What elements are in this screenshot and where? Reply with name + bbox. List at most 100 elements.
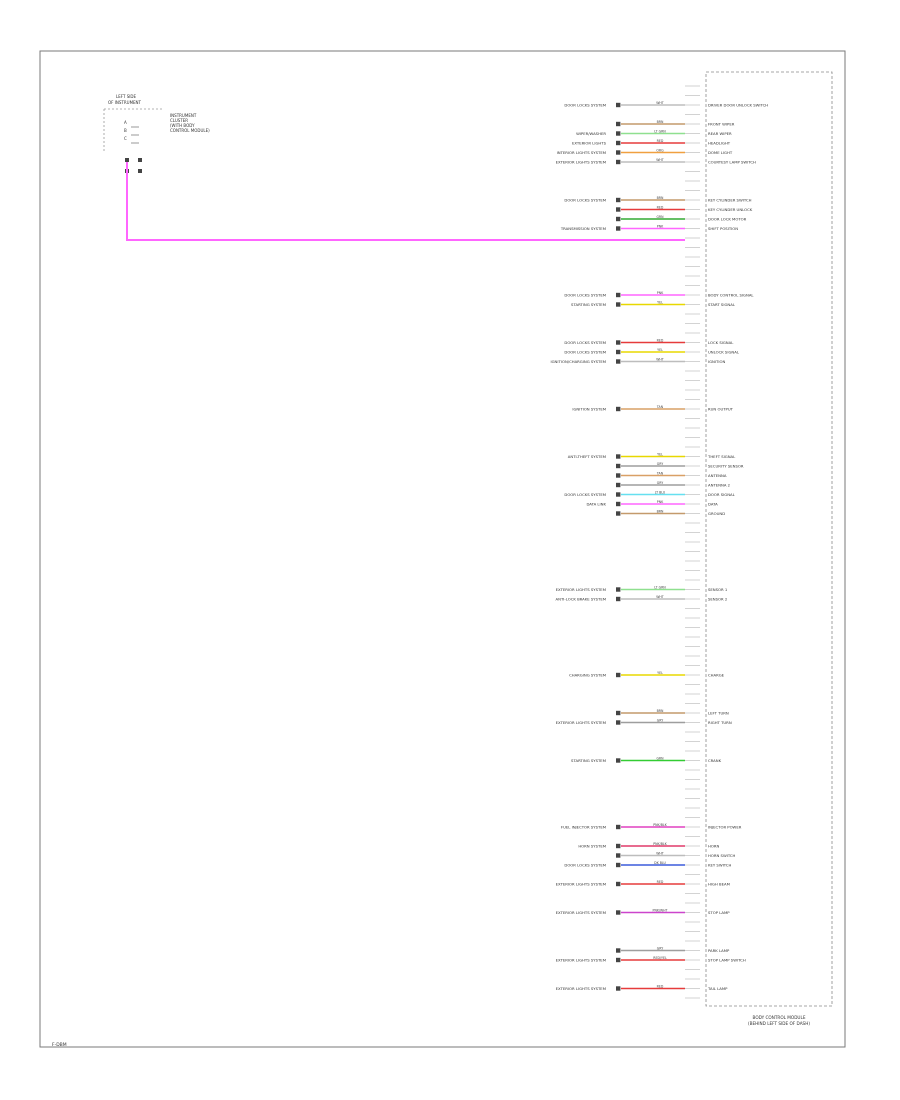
wire-terminal xyxy=(616,406,621,412)
left-connector-terminal xyxy=(138,169,142,173)
diagram-frame xyxy=(39,50,846,1048)
wire-color-label: LT GRN xyxy=(654,130,666,134)
wire-destination: DOOR LOCKS SYSTEM xyxy=(564,492,606,497)
wire-destination: ANTI-THEFT SYSTEM xyxy=(568,454,606,459)
pin-function: KEY CYLINDER SWITCH xyxy=(708,197,752,202)
pin-function: SHIFT POSITION xyxy=(708,226,738,231)
left-component-pin-c: C xyxy=(124,136,127,141)
wire-color-label: YEL xyxy=(657,671,663,675)
pink-signal-wire xyxy=(126,162,685,241)
wire-color-label: GRN xyxy=(656,215,664,219)
wire-color-label: YEL xyxy=(657,348,663,352)
pin-function: CHARGE xyxy=(708,672,725,677)
wire-terminal xyxy=(616,758,621,763)
wire-terminal xyxy=(616,948,621,953)
wire-terminal xyxy=(616,587,621,592)
wire-terminal xyxy=(616,511,621,516)
pin-row: BRN FRONT WIPER xyxy=(616,120,735,126)
pin-function: THEFT SIGNAL xyxy=(707,454,736,459)
pin-function: LOCK SIGNAL xyxy=(708,340,734,345)
wire-terminal xyxy=(616,207,621,212)
module-label-line-2: (BEHIND LEFT SIDE OF DASH) xyxy=(748,1021,810,1026)
pin-function: RIGHT TURN xyxy=(708,720,732,725)
left-component-note-1: INSTRUMENT xyxy=(170,113,197,118)
wire-color-label: PNK xyxy=(657,291,664,295)
pin-function: STOP LAMP xyxy=(708,910,730,915)
pin-function: FRONT WIPER xyxy=(708,121,735,126)
wire-terminal xyxy=(616,454,621,459)
wire-color-label: RED xyxy=(657,985,664,989)
wire-color-label: PNK/BLK xyxy=(653,842,667,846)
wire-terminal xyxy=(616,216,621,222)
wire-terminal xyxy=(616,596,621,602)
pin-function: CRANK xyxy=(708,758,722,763)
wire-terminal xyxy=(616,131,621,136)
wire-color-label: PNK xyxy=(657,500,664,504)
wire-terminal xyxy=(616,340,621,345)
module-label-line-1: BODY CONTROL MODULE xyxy=(753,1015,806,1020)
pin-function: ANTENNA xyxy=(708,473,727,478)
wire-destination: EXTERIOR LIGHTS SYSTEM xyxy=(556,986,606,991)
wire-terminal xyxy=(616,226,621,231)
wire-color-label: LT BLU xyxy=(655,491,666,495)
pin-function: SENSOR 1 xyxy=(708,587,728,592)
pin-function: ANTENNA 2 xyxy=(708,482,731,487)
wire-destination: DOOR LOCKS SYSTEM xyxy=(564,340,606,345)
wire-color-label: PNK/BLK xyxy=(653,823,667,827)
wire-terminal xyxy=(616,463,621,469)
left-connector-terminal xyxy=(125,158,129,162)
wire-destination: DOOR LOCKS SYSTEM xyxy=(564,292,606,297)
wire-destination: STARTING SYSTEM xyxy=(571,302,606,307)
wire-color-label: BRN xyxy=(657,120,664,124)
pin-function: DRIVER DOOR UNLOCK SWITCH xyxy=(708,102,768,107)
wire-destination: FUEL INJECTOR SYSTEM xyxy=(561,824,606,829)
pin-function: START SIGNAL xyxy=(708,302,736,307)
wire-terminal xyxy=(616,881,621,887)
wire-destination: EXTERIOR LIGHTS SYSTEM xyxy=(556,587,606,592)
wire-color-label: BRN xyxy=(657,510,664,514)
wire-terminal xyxy=(616,197,621,203)
pin-function: PARK LAMP xyxy=(708,948,730,953)
wire-color-label: WHT xyxy=(656,158,664,162)
wire-color-label: LT GRN xyxy=(654,586,666,590)
left-component-note-3: (WITH BODY xyxy=(170,123,195,128)
wire-color-label: RED xyxy=(657,139,664,143)
wire-destination: DOOR LOCKS SYSTEM xyxy=(564,197,606,202)
wire-color-label: YEL xyxy=(657,453,663,457)
pin-rows: WHT DOOR LOCKS SYSTEM DRIVER DOOR UNLOCK S… xyxy=(551,85,768,999)
wire-destination: INTERIOR LIGHTS SYSTEM xyxy=(557,150,606,155)
left-component-pin-b: B xyxy=(124,128,127,133)
wire-color-label: WHT xyxy=(656,101,664,105)
pin-function: HEADLIGHT xyxy=(708,140,731,145)
left-component-note-2: CLUSTER xyxy=(170,118,188,123)
wire-terminal xyxy=(616,501,621,507)
pin-function: REAR WIPER xyxy=(708,131,732,136)
wire-destination: DOOR LOCKS SYSTEM xyxy=(564,862,606,867)
wire-terminal xyxy=(616,159,621,165)
